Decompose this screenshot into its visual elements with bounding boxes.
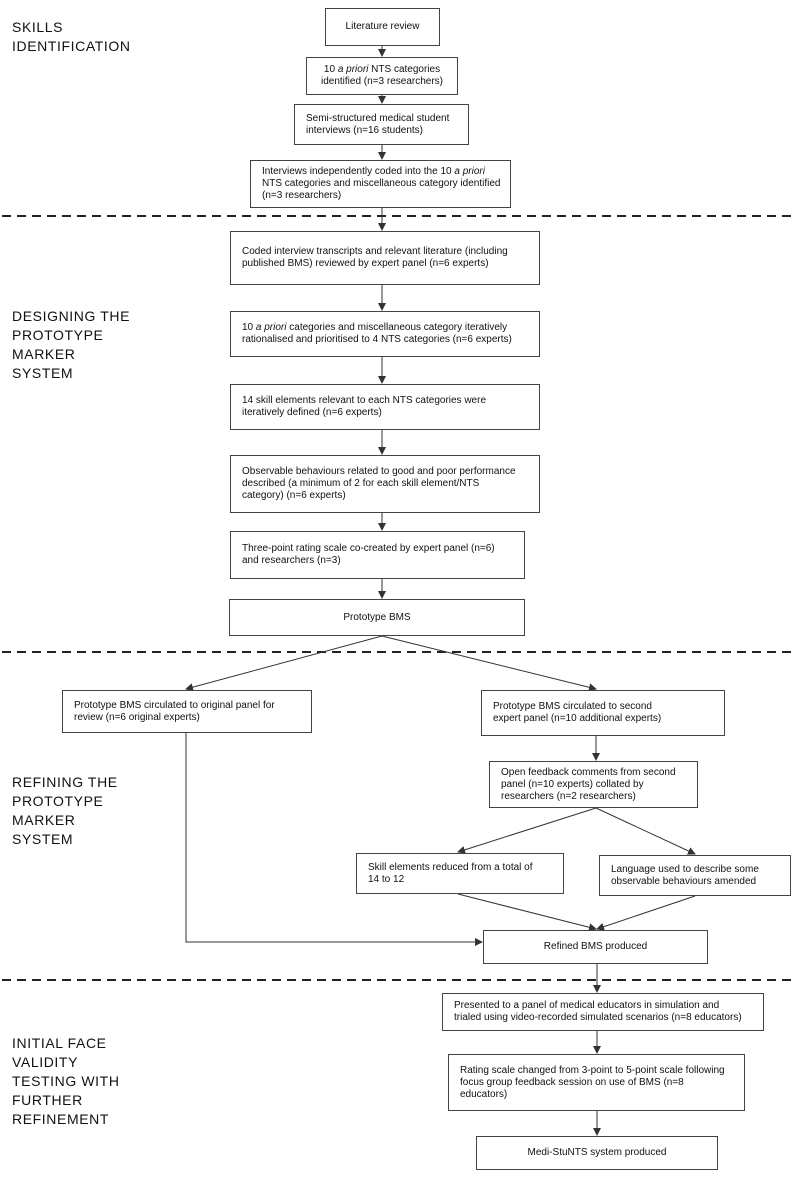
section-label-refining: REFINING THE PROTOTYPE MARKER SYSTEM — [12, 774, 118, 847]
interviews-coded-box: Interviews independently coded into the … — [250, 160, 511, 208]
medi-stunts-box: Medi-StuNTS system produced — [476, 1136, 718, 1170]
scale-changed-box: Rating scale changed from 3-point to 5-p… — [448, 1054, 745, 1111]
literature-review-box: Literature review — [325, 8, 440, 46]
a-priori-categories-box: 10 a priori NTS categories identified (n… — [306, 57, 458, 95]
language-amended-box: Language used to describe some observabl… — [599, 855, 791, 896]
rationalised-box: 10 a priori categories and miscellaneous… — [230, 311, 540, 357]
original-panel-box: Prototype BMS circulated to original pan… — [62, 690, 312, 733]
arrow — [457, 893, 597, 932]
second-panel-box: Prototype BMS circulated to second exper… — [481, 690, 725, 736]
section-label-designing: DESIGNING THE PROTOTYPE MARKER SYSTEM — [12, 308, 131, 381]
arrow — [595, 807, 696, 855]
expert-review-box: Coded interview transcripts and relevant… — [230, 231, 540, 285]
skill-elements-box: 14 skill elements relevant to each NTS c… — [230, 384, 540, 430]
refined-bms-box: Refined BMS produced — [483, 930, 708, 964]
presented-panel-box: Presented to a panel of medical educator… — [442, 993, 764, 1031]
prototype-bms-box: Prototype BMS — [229, 599, 525, 636]
rating-scale-box: Three-point rating scale co-created by e… — [230, 531, 525, 579]
arrow — [381, 635, 597, 692]
arrow — [185, 733, 483, 946]
section-label-skills-identification: SKILLS IDENTIFICATION — [12, 19, 131, 54]
arrow — [596, 895, 696, 931]
arrow — [185, 635, 383, 692]
arrow — [457, 807, 597, 854]
section-label-initial-face-validity: INITIAL FACE VALIDITY TESTING WITH FURTH… — [12, 1035, 120, 1127]
skill-elements-reduced-box: Skill elements reduced from a total of 1… — [356, 853, 564, 894]
open-feedback-box: Open feedback comments from second panel… — [489, 761, 698, 808]
observable-behaviours-box: Observable behaviours related to good an… — [230, 455, 540, 513]
student-interviews-box: Semi-structured medical student intervie… — [294, 104, 469, 145]
